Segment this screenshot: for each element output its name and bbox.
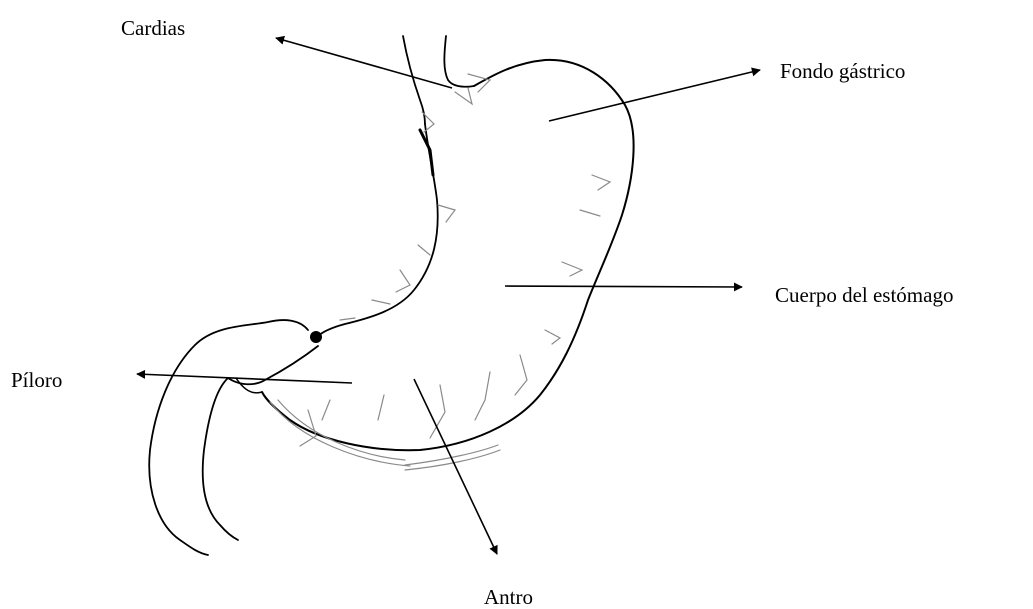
arrow-antro bbox=[414, 379, 497, 554]
esophagus-right-wall bbox=[444, 36, 474, 87]
label-piloro: Píloro bbox=[11, 370, 62, 391]
pointer-arrows bbox=[137, 38, 760, 554]
label-cardias: Cardias bbox=[121, 18, 185, 39]
duodenum-outer bbox=[149, 320, 308, 555]
blood-vessels bbox=[270, 74, 610, 470]
duodenum-inner bbox=[203, 346, 318, 540]
stomach-illustration bbox=[149, 36, 633, 555]
greater-curvature bbox=[262, 60, 634, 450]
label-antro: Antro bbox=[484, 587, 533, 608]
lesser-curvature bbox=[317, 124, 438, 337]
duodenum-fold bbox=[236, 378, 262, 393]
pylorus-knot bbox=[310, 331, 322, 343]
arrow-fondo bbox=[549, 70, 760, 121]
label-cuerpo-del-estomago: Cuerpo del estómago bbox=[775, 285, 953, 306]
arrow-cuerpo bbox=[505, 286, 742, 287]
label-fondo-gastrico: Fondo gástrico bbox=[780, 61, 905, 82]
arrow-cardias bbox=[276, 38, 452, 88]
